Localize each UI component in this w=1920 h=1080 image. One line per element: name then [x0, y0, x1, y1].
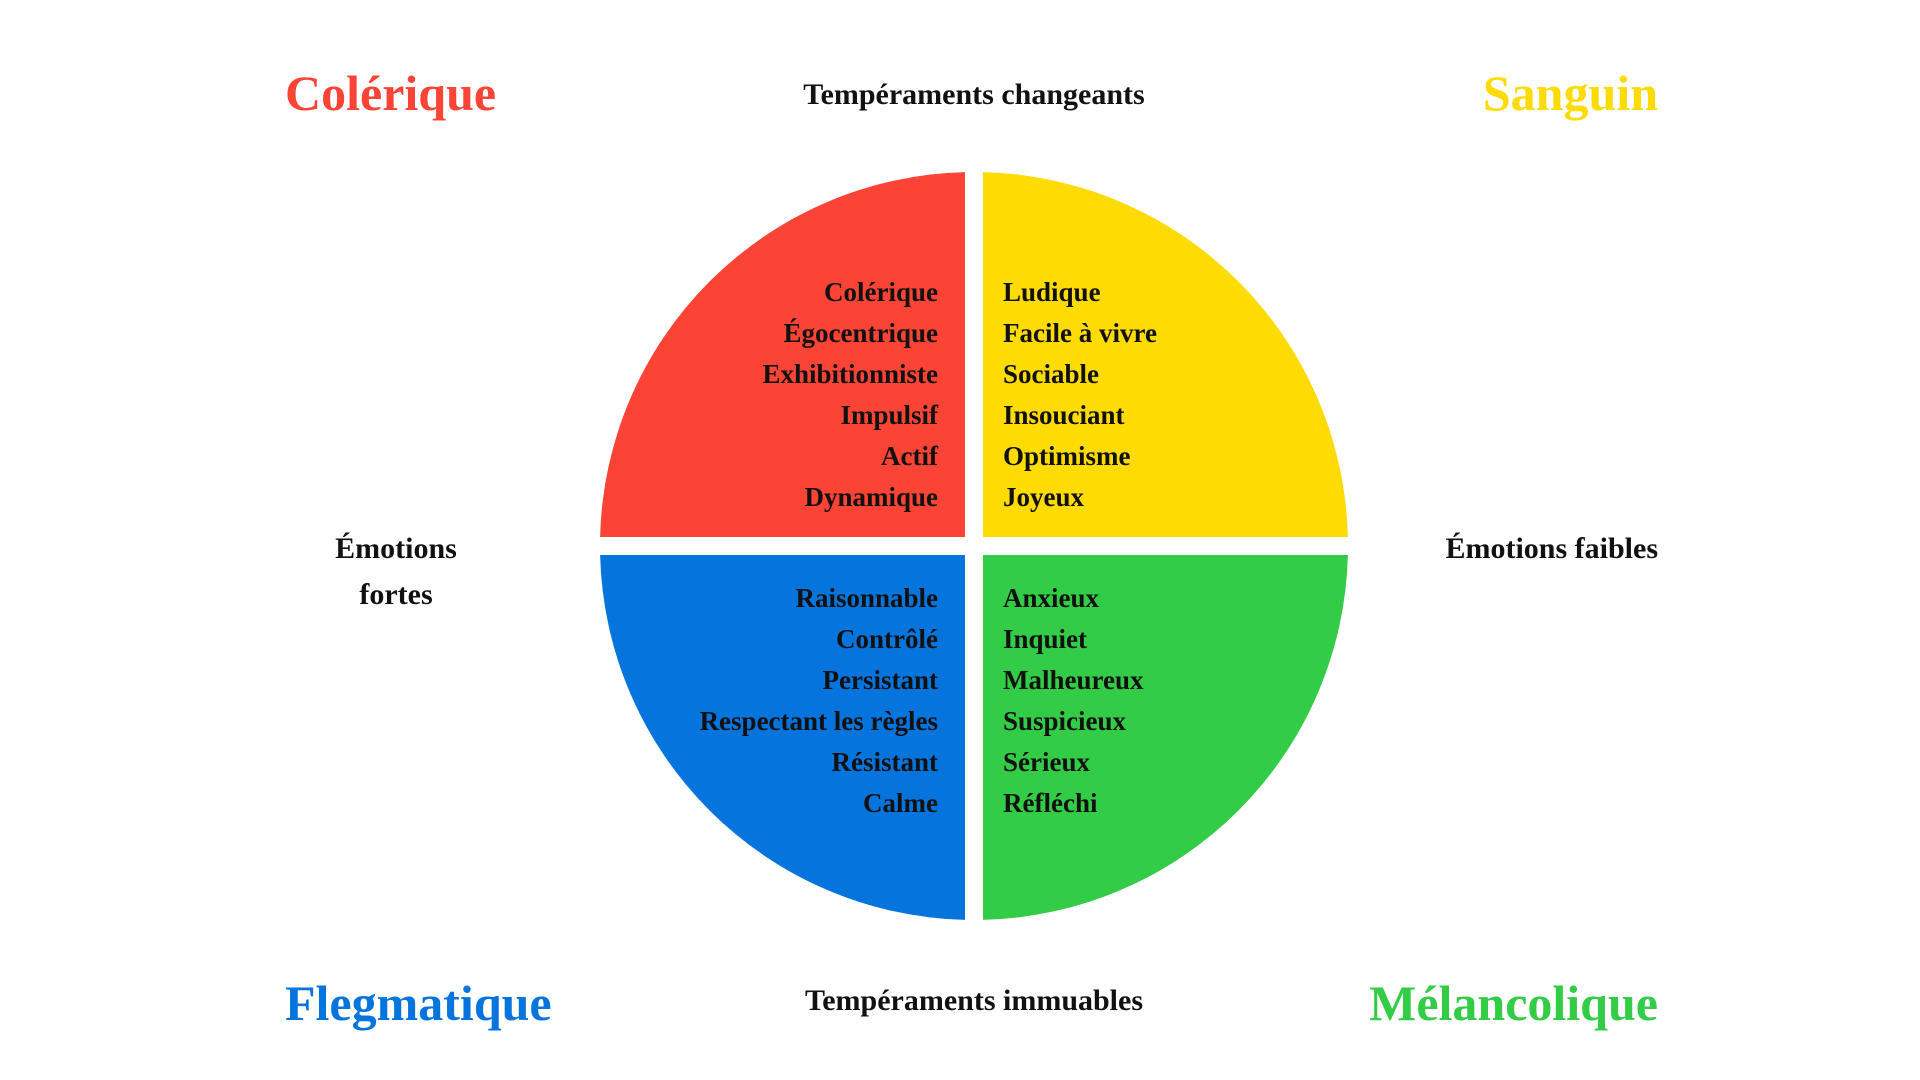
trait-item: Persistant [822, 665, 938, 695]
trait-item: Ludique [1003, 277, 1101, 307]
title-sanguin: Sanguin [1482, 65, 1658, 121]
quadrant-melancolique [983, 555, 1348, 920]
trait-item: Joyeux [1003, 482, 1084, 512]
trait-item: Malheureux [1003, 665, 1144, 695]
axis-label-right: Émotions faibles [1445, 532, 1658, 565]
trait-item: Colérique [824, 277, 938, 307]
trait-item: Exhibitionniste [762, 359, 938, 389]
trait-item: Insouciant [1003, 400, 1125, 430]
title-flegmatique: Flegmatique [285, 975, 552, 1031]
trait-item: Anxieux [1003, 583, 1100, 613]
trait-list-colerique: Colérique Égocentrique Exhibitionniste I… [762, 272, 938, 518]
title-colerique: Colérique [285, 65, 497, 121]
trait-item: Dynamique [804, 482, 938, 512]
trait-item: Facile à vivre [1003, 318, 1157, 348]
trait-item: Suspicieux [1003, 706, 1127, 736]
axis-label-top: Tempéraments changeants [803, 78, 1145, 111]
trait-list-flegmatique: Raisonnable Contrôlé Persistant Respecta… [700, 578, 938, 824]
quadrant-colerique [600, 172, 965, 537]
trait-item: Résistant [831, 747, 939, 777]
trait-item: Impulsif [840, 400, 938, 430]
trait-item: Optimisme [1003, 441, 1131, 471]
quadrant-flegmatique [600, 555, 965, 920]
trait-item: Contrôlé [836, 624, 938, 654]
trait-item: Sérieux [1003, 747, 1090, 777]
trait-item: Respectant les règles [699, 706, 938, 736]
axis-label-left: Émotions fortes [335, 532, 457, 611]
trait-item: Inquiet [1003, 624, 1088, 654]
trait-item: Sociable [1003, 359, 1100, 389]
trait-list-melancolique: Anxieux Inquiet Malheureux Suspicieux Sé… [1003, 578, 1144, 824]
trait-item: Égocentrique [783, 318, 939, 348]
trait-item: Calme [863, 788, 938, 818]
trait-list-sanguin: Ludique Facile à vivre Sociable Insoucia… [1003, 272, 1157, 518]
trait-item: Réfléchi [1003, 788, 1098, 818]
quadrant-sanguin [983, 172, 1348, 537]
title-melancolique: Mélancolique [1369, 975, 1658, 1031]
axis-label-bottom: Tempéraments immuables [804, 984, 1144, 1017]
trait-item: Raisonnable [795, 583, 938, 613]
trait-item: Actif [881, 441, 938, 471]
